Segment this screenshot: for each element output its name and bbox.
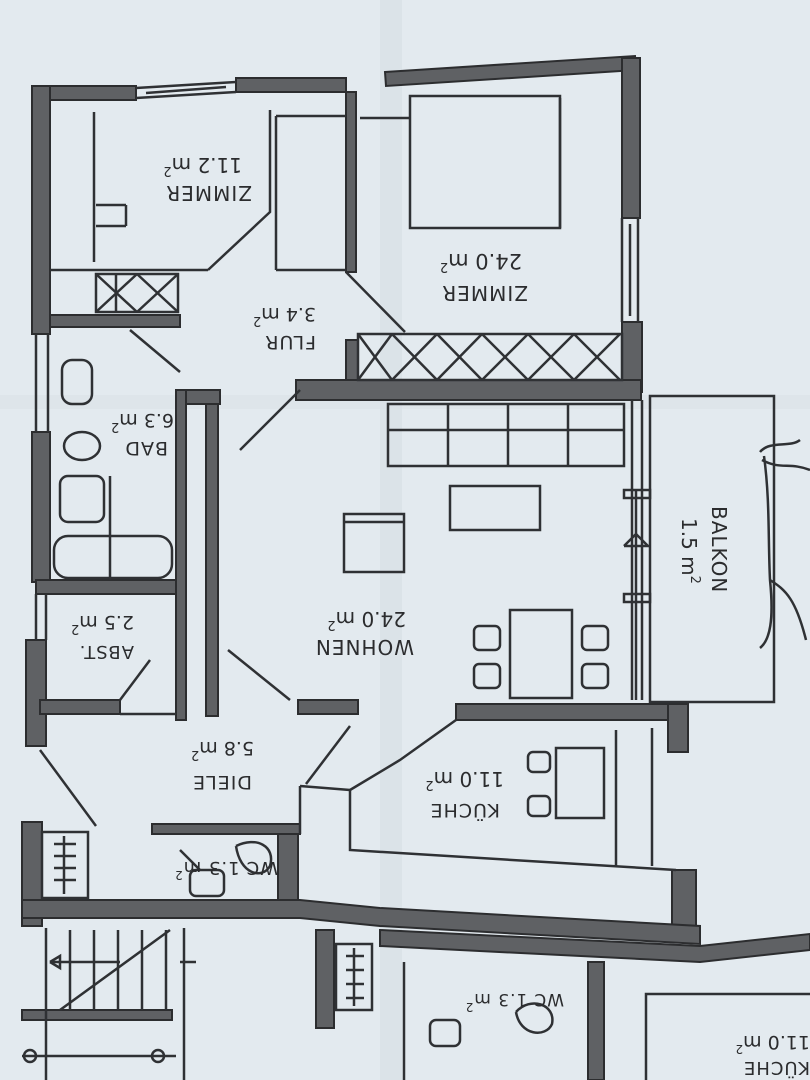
room-area: 11.0 m2: [736, 1031, 810, 1056]
room-name: KÜCHE: [743, 1057, 810, 1079]
room-zimmer-large: ZIMMER 24.0 m2: [440, 249, 528, 305]
room-zimmer-small: ZIMMER 11.2 m2: [163, 153, 252, 205]
room-area: 2.5 m2: [71, 611, 134, 636]
room-labels: ZIMMER 11.2 m2 ZIMMER 24.0 m2 FLUR 3.4 m…: [71, 153, 810, 1079]
room-wohnen: WOHNEN 24.0 m2: [315, 607, 414, 659]
room-name: FLUR: [264, 331, 316, 353]
windows: [34, 80, 644, 700]
room-bad: BAD 6.3 m2: [111, 409, 174, 459]
room-area: 6.3 m2: [111, 409, 174, 434]
room-name: DIELE: [192, 771, 252, 793]
room-name: BALKON: [707, 506, 731, 593]
room-name: ABST.: [79, 641, 134, 662]
room-area: 3.4 m2: [253, 303, 316, 328]
room-diele: DIELE 5.8 m2: [191, 737, 254, 793]
room-area: 24.0 m2: [440, 249, 522, 274]
partitions: [22, 94, 810, 1080]
room-name: BAD: [124, 437, 168, 459]
room-wc-neighbor: WC1.3 m2: [465, 989, 564, 1014]
room-area: 11.0 m2: [425, 767, 504, 792]
room-area: 5.8 m2: [191, 737, 254, 762]
room-name: WOHNEN: [315, 635, 414, 659]
room-name: ZIMMER: [165, 181, 252, 205]
room-kueche: KÜCHE 11.0 m2: [425, 767, 504, 822]
room-wc: WC1.3 m2: [174, 857, 278, 882]
room-name: WC1.3 m2: [465, 989, 564, 1014]
room-name: WC1.3 m2: [174, 857, 278, 882]
room-area: 1.5 m2: [677, 518, 702, 584]
walls: [21, 54, 810, 1080]
room-balkon: BALKON 1.5 m2: [677, 506, 731, 593]
room-flur: FLUR 3.4 m2: [253, 303, 316, 353]
room-abst: ABST. 2.5 m2: [71, 611, 134, 662]
room-name: ZIMMER: [441, 281, 528, 305]
room-kueche-neighbor: KÜCHE 11.0 m2: [736, 1031, 810, 1079]
room-name: KÜCHE: [430, 799, 500, 822]
room-area: 11.2 m2: [163, 153, 242, 178]
room-area: 24.0 m2: [327, 607, 406, 632]
